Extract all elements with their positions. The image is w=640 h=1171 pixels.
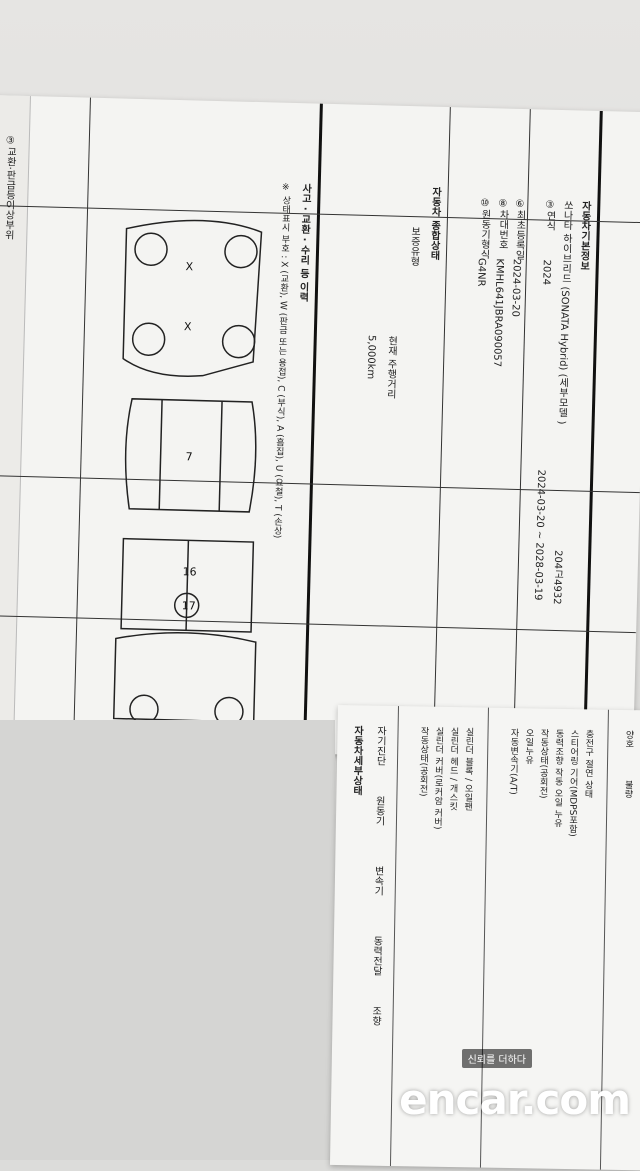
perf-item: 충전구 절연 상태	[582, 729, 594, 799]
car-diagram: X X 7 16 17	[112, 219, 263, 727]
year-value: 2024	[540, 259, 552, 286]
svg-text:7: 7	[185, 450, 192, 463]
warranty-label: 보증유형	[407, 226, 420, 267]
watermark-logo: encar.com	[399, 1075, 631, 1124]
check-period: 2024-03-20 ~ 2028-03-19	[531, 469, 547, 601]
perf-group-name: 변속기	[371, 865, 384, 896]
perf-state: 있음	[637, 780, 640, 799]
watermark-badge: 신뢰를 더하다	[461, 1049, 532, 1068]
perf-col-line	[389, 706, 399, 1166]
vin-label: ⑧차대번호	[496, 198, 509, 250]
section-status-title: 자동차 종합상태	[427, 186, 441, 261]
reg-no: 204고4932	[550, 549, 564, 605]
first-reg-label: ⑥최초등록일	[512, 198, 526, 261]
section-accident-title: 사고 · 교환 · 수리 등 이력	[296, 183, 311, 302]
perf-item: 자동변속기(A/T)	[507, 727, 519, 795]
vin-value: KMHL641JBRA090057	[491, 258, 505, 368]
perf-item: 실린더 헤드 / 개스킷	[447, 726, 459, 811]
perf-group-name: 자기진단	[373, 725, 386, 766]
car-name: 쏘나타 하이브리드 (SONATA Hybrid) (세부모델 )	[555, 199, 573, 425]
perf-group-name: 조향	[369, 1005, 381, 1026]
inspection-sheet-bottom-left	[0, 720, 335, 1160]
perf-group-name: 원동기	[372, 795, 385, 826]
inspection-sheet-top: ③교환·판금등이상부위 자동차기본정보 쏘나타 하이브리드 (SONATA Hy…	[0, 95, 640, 763]
perf-item: 오일누유	[522, 728, 534, 765]
perf-item: 작동상태(공회전)	[417, 726, 429, 797]
doc-title: 자동차기본정보	[577, 200, 591, 271]
year-label: ③연식	[543, 199, 556, 231]
motor-value: G4NR	[475, 257, 487, 287]
perf-state: 양호	[623, 729, 634, 749]
perf-group-name: 동력전달	[370, 935, 382, 976]
svg-text:16: 16	[182, 565, 196, 578]
perf-item: 작동상태(공회전)	[537, 728, 549, 799]
first-reg-value: 2024-03-20	[509, 258, 522, 318]
perf-item: 스티어링 기어(MDPS포함)	[566, 729, 579, 837]
svg-text:X: X	[185, 260, 193, 273]
perf-item: 실린더 커버(로커암 커버)	[431, 726, 444, 830]
perf-item: 실린더 블록 / 오일팬	[462, 727, 474, 811]
motor-label: ⑩원동기형식	[477, 197, 491, 260]
mileage-value: 5,000km	[364, 334, 377, 380]
perf-state: 불량	[622, 779, 633, 799]
perf-title: 자동차세부상태	[350, 725, 363, 796]
mileage-status: 현재 주행거리	[384, 335, 397, 399]
perf-item: 동력조향 작동 오일 누유	[551, 728, 564, 828]
margin-label: ③교환·판금등이상부위	[2, 135, 16, 240]
sheet-left-margin: ③교환·판금등이상부위	[0, 95, 31, 746]
svg-text:17: 17	[182, 599, 196, 612]
svg-text:X: X	[184, 320, 192, 333]
